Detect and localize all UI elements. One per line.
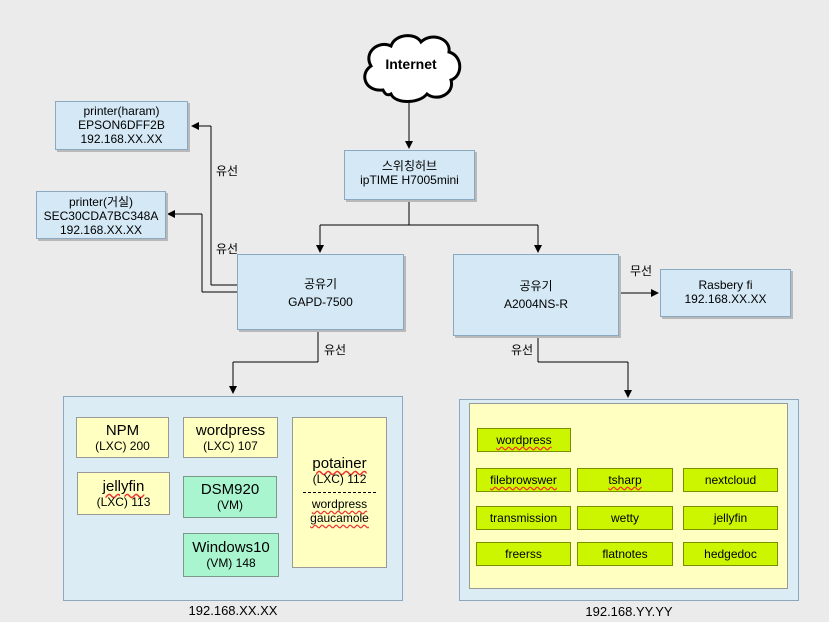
app-wetty: wetty <box>577 506 673 530</box>
npm-box: NPM (LXC) 200 <box>76 417 169 458</box>
app-wordpress-label: wordpress <box>496 433 552 447</box>
printer-haram-box: printer(haram) EPSON6DFF2B 192.168.XX.XX <box>55 101 188 150</box>
wordpress-lxc-sub: (LXC) 107 <box>203 439 258 453</box>
wireless-label: 무선 <box>630 264 653 278</box>
dsm920-sub: (VM) <box>217 498 243 512</box>
printer-livingroom-ip: 192.168.XX.XX <box>59 223 143 237</box>
app-wetty-label: wetty <box>610 511 639 525</box>
app-hedgedoc-label: hedgedoc <box>704 547 757 561</box>
wired-label-left-net: 유선 <box>324 343 347 357</box>
switch-hub-box: 스위칭허브 ipTIME H7005mini <box>344 150 475 200</box>
printer-livingroom-box: printer(거실) SEC30CDA7BC348A 192.168.XX.X… <box>36 191 166 239</box>
windows10-box: Windows10 (VM) 148 <box>183 533 279 577</box>
potainer-service-wordpress: wordpress <box>311 497 368 511</box>
app-freerss-label: freerss <box>505 547 542 561</box>
app-nextcloud-label: nextcloud <box>704 473 757 487</box>
internet-cloud-icon <box>363 34 462 103</box>
app-tsharp: tsharp <box>577 468 673 492</box>
printer-livingroom-id: SEC30CDA7BC348A <box>43 209 159 223</box>
dsm920-name: DSM920 <box>200 481 260 498</box>
router-gapd-title: 공유기 <box>303 277 338 291</box>
internet-label: Internet <box>385 56 437 72</box>
dsm920-box: DSM920 (VM) <box>183 476 277 518</box>
app-jellyfin: jellyfin <box>683 506 778 530</box>
left-network-caption: 192.168.XX.XX <box>188 603 278 618</box>
app-filebrowswer: filebrowswer <box>476 468 571 492</box>
switch-hub-model: ipTIME H7005mini <box>360 173 459 187</box>
router-a2004-box: 공유기 A2004NS-R <box>453 254 619 336</box>
switch-hub-title: 스위칭허브 <box>381 159 438 173</box>
jellyfin-lxc-sub: (LXC) 113 <box>96 495 151 509</box>
router-a2004-title: 공유기 <box>519 279 553 293</box>
app-transmission: transmission <box>476 506 571 530</box>
windows10-sub: (VM) 148 <box>206 556 256 570</box>
potainer-name: potainer <box>312 455 367 472</box>
printer-livingroom-title: printer(거실) <box>68 195 134 209</box>
right-network-caption: 192.168.YY.YY <box>585 604 673 619</box>
potainer-divider <box>303 492 376 493</box>
npm-sub: (LXC) 200 <box>95 439 150 453</box>
wordpress-lxc-box: wordpress (LXC) 107 <box>183 417 278 458</box>
jellyfin-lxc-box: jellyfin (LXC) 113 <box>77 472 170 515</box>
wired-label-printer1: 유선 <box>216 164 239 178</box>
app-jellyfin-label: jellyfin <box>713 511 748 525</box>
app-flatnotes: flatnotes <box>577 542 673 566</box>
app-hedgedoc: hedgedoc <box>683 542 778 566</box>
potainer-sub: (LXC) 112 <box>312 472 367 486</box>
printer-haram-title: printer(haram) <box>83 104 160 118</box>
printer-haram-ip: 192.168.XX.XX <box>80 132 163 146</box>
app-wordpress: wordpress <box>477 428 571 452</box>
router-gapd-box: 공유기 GAPD-7500 <box>237 254 404 330</box>
router-gapd-model: GAPD-7500 <box>288 295 353 309</box>
app-transmission-label: transmission <box>489 511 558 525</box>
potainer-box: potainer (LXC) 112 wordpress gaucamole <box>292 417 387 568</box>
potainer-service-gaucamole: gaucamole <box>310 511 369 525</box>
app-nextcloud: nextcloud <box>683 468 778 492</box>
raspberry-ip: 192.168.XX.XX <box>684 292 767 306</box>
raspberry-title: Rasbery fi <box>698 278 753 292</box>
windows10-name: Windows10 <box>192 539 270 556</box>
app-filebrowswer-label: filebrowswer <box>490 473 557 487</box>
router-a2004-model: A2004NS-R <box>503 297 569 311</box>
raspberry-box: Rasbery fi 192.168.XX.XX <box>660 269 791 317</box>
npm-name: NPM <box>105 422 140 439</box>
wordpress-lxc-name: wordpress <box>195 422 266 439</box>
app-freerss: freerss <box>476 542 571 566</box>
wired-label-right-net: 유선 <box>511 343 534 357</box>
printer-haram-id: EPSON6DFF2B <box>78 118 165 132</box>
app-tsharp-label: tsharp <box>608 473 642 487</box>
wired-label-printer2: 유선 <box>216 242 239 256</box>
jellyfin-lxc-name: jellyfin <box>102 478 145 495</box>
app-flatnotes-label: flatnotes <box>602 547 648 561</box>
